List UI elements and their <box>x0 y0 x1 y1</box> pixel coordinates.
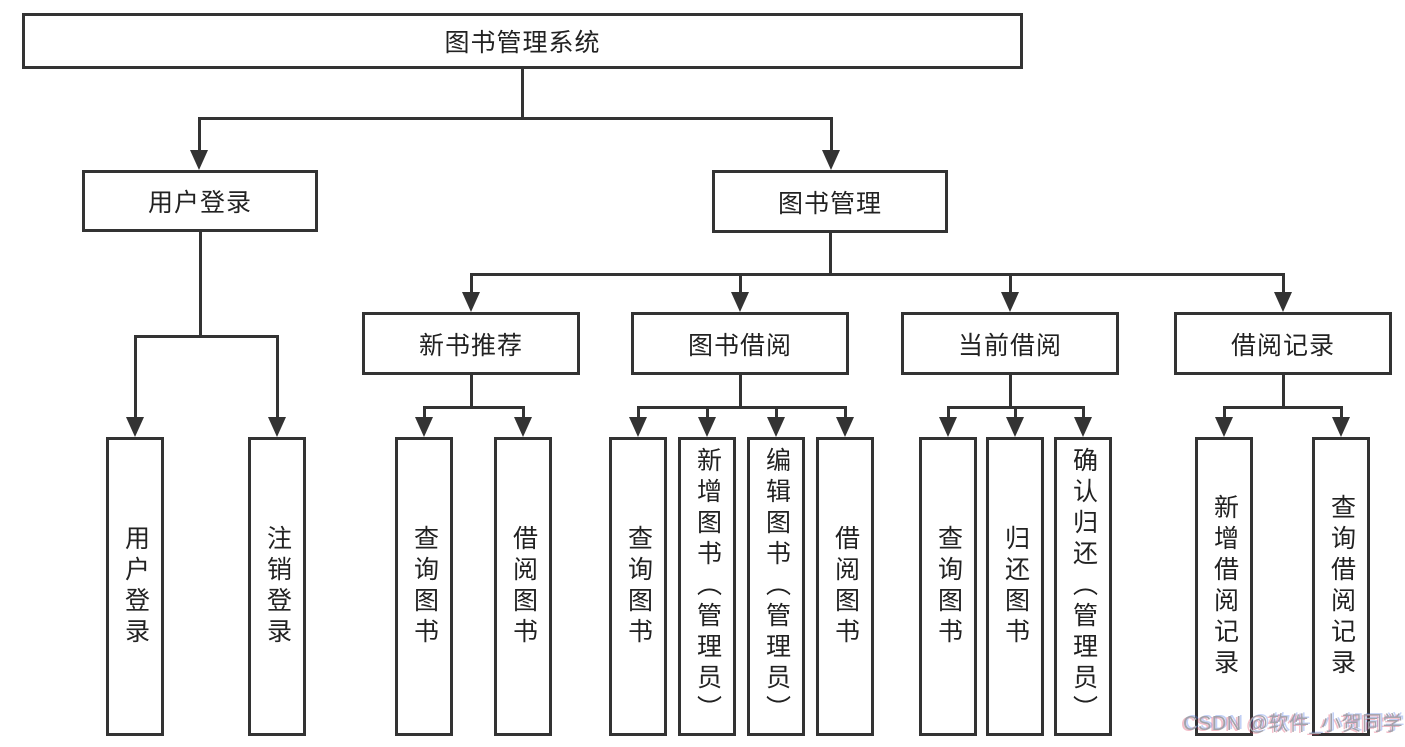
connector-to-user-login <box>197 116 201 151</box>
leaf-newrec-borrow-book: 借阅图书 <box>494 437 552 736</box>
arrowhead-down-icon <box>514 417 532 437</box>
arrowhead-down-icon <box>268 417 286 437</box>
arrowhead-down-icon <box>767 417 785 437</box>
leaf-current-confirm-return-admin-label: 确认归还（管理员） <box>1069 447 1098 726</box>
connector-new-book-recommend-hline <box>424 405 523 409</box>
leaf-borrow-search-book-label: 查询图书 <box>624 524 653 649</box>
connector-root-stub <box>520 69 524 118</box>
leaf-current-confirm-return-admin: 确认归还（管理员） <box>1054 437 1112 736</box>
leaf-borrow-borrow-book: 借阅图书 <box>816 437 874 736</box>
connector-to-book-borrow <box>738 272 742 295</box>
connector-borrow-records-stub <box>1281 375 1285 408</box>
arrowhead-down-icon <box>698 417 716 437</box>
connector-borrow-records-hline <box>1224 405 1341 409</box>
csdn-watermark: CSDN @软件_小贺同学 <box>1183 713 1404 735</box>
connector-leaf <box>521 405 525 419</box>
arrowhead-down-icon <box>629 417 647 437</box>
leaf-record-add-record: 新增借阅记录 <box>1195 437 1253 736</box>
leaf-record-add-record-label: 新增借阅记录 <box>1210 493 1239 680</box>
node-borrow-records-label: 借阅记录 <box>1230 331 1335 360</box>
arrowhead-down-icon <box>1006 417 1024 437</box>
connector-leaf <box>946 405 950 419</box>
node-current-borrow-label: 当前借阅 <box>957 331 1062 360</box>
connector-to-borrow-records <box>1281 272 1285 295</box>
connector-to-book-management <box>829 116 833 151</box>
leaf-borrow-borrow-book-label: 借阅图书 <box>831 524 860 649</box>
connector-level2-hline <box>199 116 831 120</box>
node-root-label: 图书管理系统 <box>444 29 601 57</box>
leaf-current-search-book-label: 查询图书 <box>934 524 963 649</box>
leaf-newrec-search-book-label: 查询图书 <box>410 524 439 649</box>
connector-new-book-recommend-stub <box>469 375 473 408</box>
connector-user-login-stub <box>198 232 202 336</box>
connector-to-leaf-login <box>133 334 137 418</box>
node-book-borrow-label: 图书借阅 <box>687 331 792 360</box>
leaf-logout-label: 注销登录 <box>263 524 292 649</box>
leaf-newrec-borrow-book-label: 借阅图书 <box>509 524 538 649</box>
arrowhead-down-icon <box>836 417 854 437</box>
arrowhead-down-icon <box>415 417 433 437</box>
leaf-newrec-search-book: 查询图书 <box>395 437 453 736</box>
leaf-current-return-book: 归还图书 <box>986 437 1044 736</box>
leaf-borrow-add-book-admin-label: 新增图书（管理员） <box>693 447 722 726</box>
connector-leaf <box>636 405 640 419</box>
connector-leaf <box>1222 405 1226 419</box>
connector-book-borrow-stub <box>738 375 742 408</box>
node-new-book-recommend-label: 新书推荐 <box>418 331 523 360</box>
connector-level3-hline <box>471 272 1283 276</box>
leaf-user-login: 用户登录 <box>106 437 164 736</box>
leaf-logout: 注销登录 <box>248 437 306 736</box>
node-new-book-recommend: 新书推荐 <box>362 312 580 375</box>
connector-leaf <box>422 405 426 419</box>
leaf-record-search-record: 查询借阅记录 <box>1312 437 1370 736</box>
connector-to-current-borrow <box>1008 272 1012 295</box>
arrowhead-down-icon <box>822 150 840 170</box>
node-root-library-system: 图书管理系统 <box>22 13 1023 69</box>
arrowhead-down-icon <box>1332 417 1350 437</box>
leaf-record-search-record-label: 查询借阅记录 <box>1327 493 1356 680</box>
leaf-borrow-search-book: 查询图书 <box>609 437 667 736</box>
node-borrow-records: 借阅记录 <box>1174 312 1392 375</box>
connector-leaf <box>705 405 709 419</box>
node-book-management-label: 图书管理 <box>777 189 882 218</box>
arrowhead-down-icon <box>462 292 480 312</box>
leaf-borrow-edit-book-admin-label: 编辑图书（管理员） <box>762 447 791 726</box>
leaf-borrow-edit-book-admin: 编辑图书（管理员） <box>747 437 805 736</box>
connector-leaf <box>1081 405 1085 419</box>
connector-user-login-hline <box>135 334 277 338</box>
leaf-user-login-label: 用户登录 <box>121 524 150 649</box>
leaf-current-return-book-label: 归还图书 <box>1001 524 1030 649</box>
connector-leaf <box>1013 405 1017 419</box>
node-book-management: 图书管理 <box>712 170 948 233</box>
connector-leaf <box>774 405 778 419</box>
connector-to-new-book-recommend <box>469 272 473 295</box>
leaf-borrow-add-book-admin: 新增图书（管理员） <box>678 437 736 736</box>
connector-leaf <box>843 405 847 419</box>
arrowhead-down-icon <box>1274 292 1292 312</box>
node-book-borrow: 图书借阅 <box>631 312 849 375</box>
connector-book-management-stub <box>828 233 832 274</box>
connector-current-borrow-stub <box>1008 375 1012 408</box>
connector-leaf <box>1339 405 1343 419</box>
connector-to-leaf-logout <box>275 334 279 418</box>
connector-book-borrow-hline <box>638 405 845 409</box>
arrowhead-down-icon <box>939 417 957 437</box>
arrowhead-down-icon <box>1074 417 1092 437</box>
node-current-borrow: 当前借阅 <box>901 312 1119 375</box>
arrowhead-down-icon <box>1215 417 1233 437</box>
arrowhead-down-icon <box>1001 292 1019 312</box>
arrowhead-down-icon <box>731 292 749 312</box>
node-user-login: 用户登录 <box>82 170 318 232</box>
arrowhead-down-icon <box>126 417 144 437</box>
node-user-login-label: 用户登录 <box>147 189 252 217</box>
leaf-current-search-book: 查询图书 <box>919 437 977 736</box>
arrowhead-down-icon <box>190 150 208 170</box>
